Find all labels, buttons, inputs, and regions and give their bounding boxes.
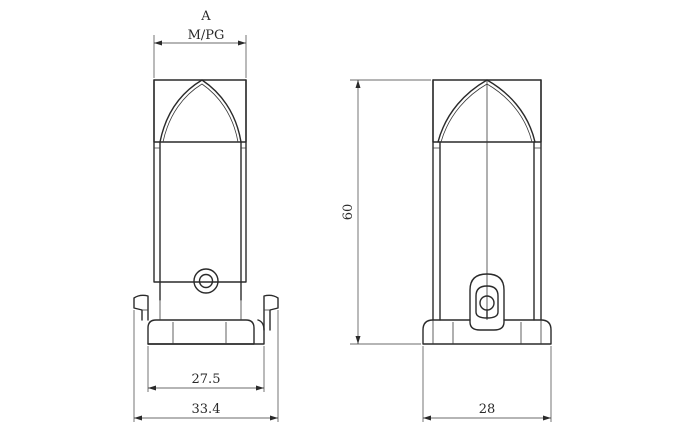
front-view [133,79,279,345]
dim-base-outer: 33.4 [133,310,279,422]
label-a: A [200,9,211,24]
side-body [432,79,542,321]
side-dome-arch [437,79,536,143]
label-thread: M/PG [188,28,225,43]
front-dome-arch [159,79,242,143]
label-base-outer: 33.4 [192,402,221,417]
dim-base-inner: 27.5 [147,346,265,392]
side-locking-lever [469,273,505,321]
front-right-flange [263,294,279,331]
side-base [422,319,552,345]
label-base-inner: 27.5 [192,372,221,387]
front-cable-gland [193,268,219,294]
dim-height: 60 [341,79,431,345]
label-height: 60 [341,204,356,221]
front-left-flange [133,294,149,321]
front-body [153,79,247,283]
side-view [422,79,552,345]
front-top-cap [153,79,247,143]
dim-a-thread: A M/PG [153,9,247,78]
label-side-width: 28 [479,402,496,417]
front-base [147,319,255,345]
dim-side-width: 28 [422,346,552,422]
